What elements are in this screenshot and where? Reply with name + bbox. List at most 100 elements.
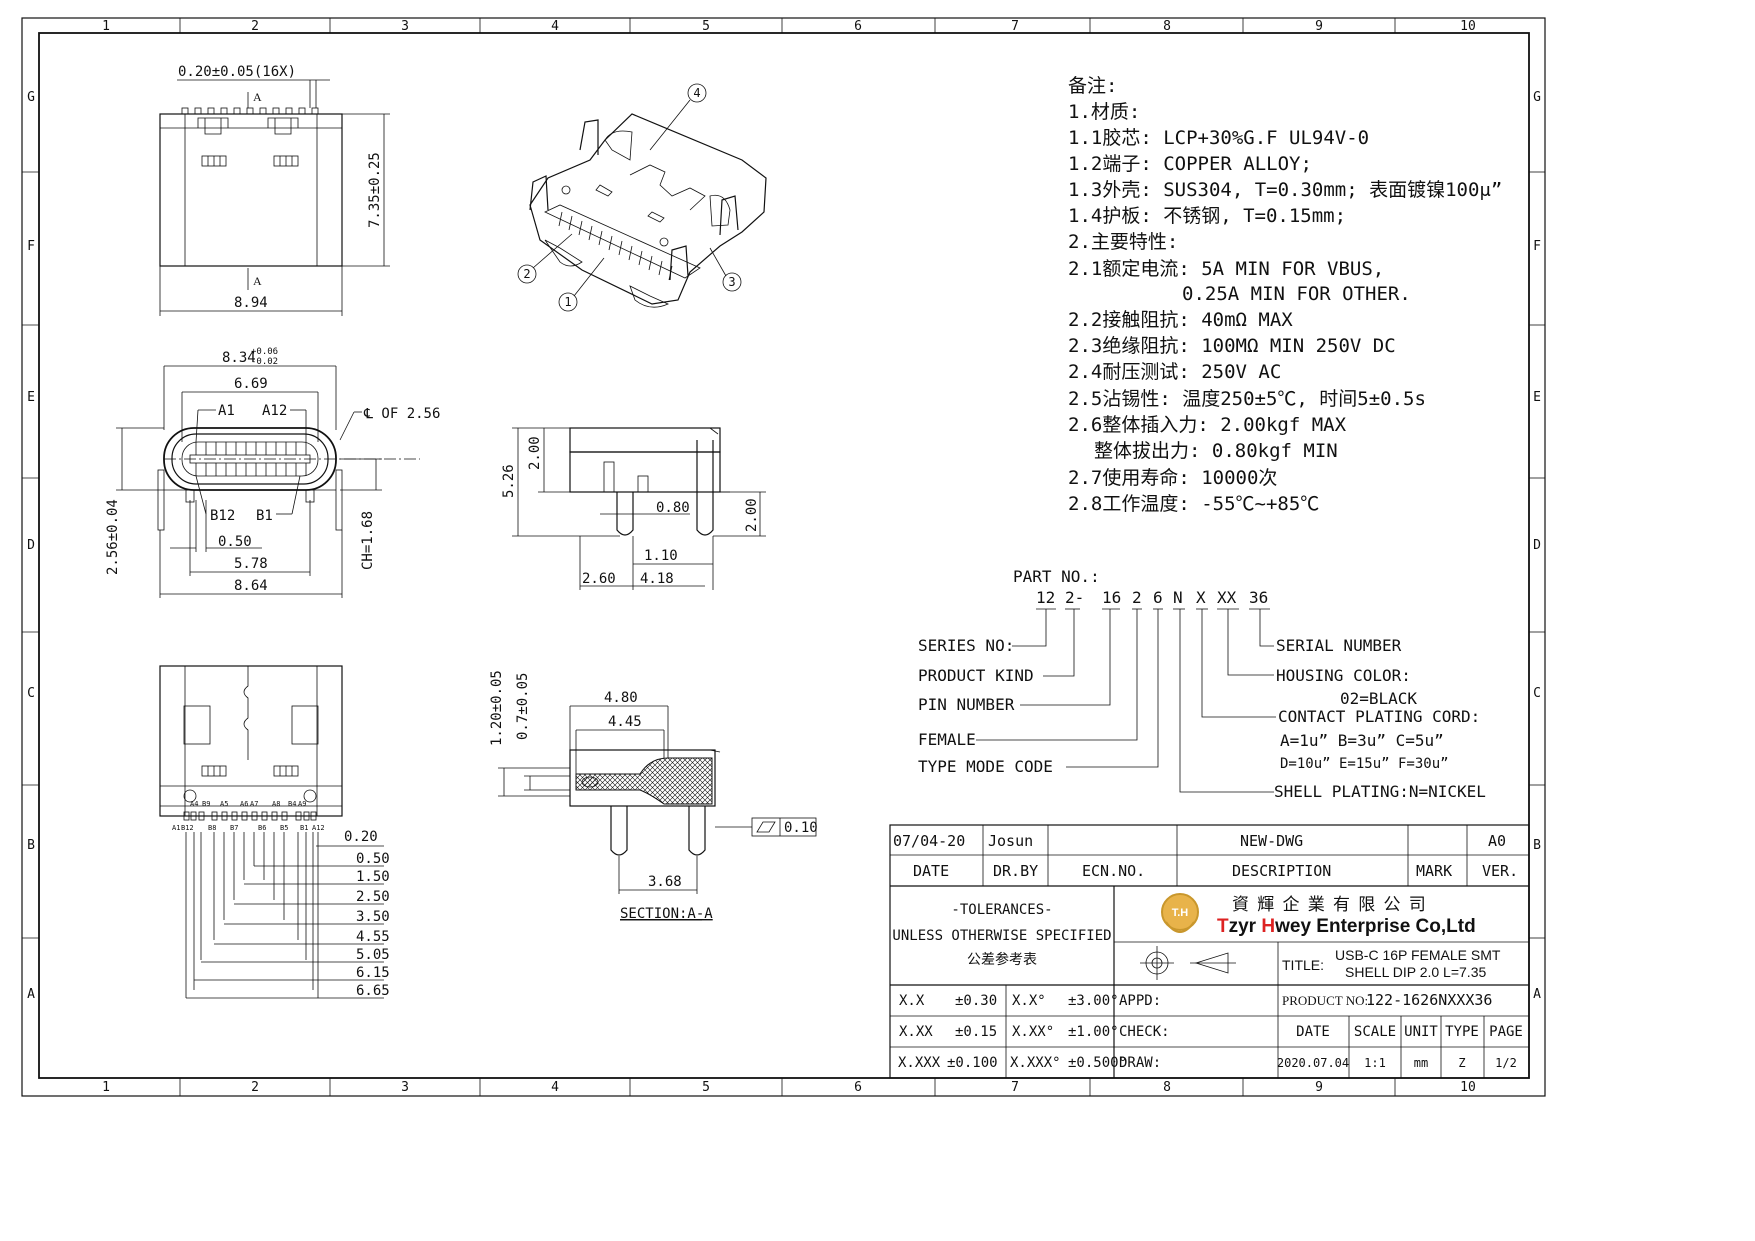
- side-pin-width: 0.80: [656, 500, 690, 516]
- title-line-2: SHELL DIP 2.0 L=7.35: [1345, 964, 1486, 980]
- section-pitch: 3.68: [648, 874, 682, 890]
- pin-width-dim: 0.20±0.05(16X): [178, 64, 296, 80]
- bottom-pin-b6: B6: [258, 824, 266, 832]
- pn-seg-color: XX: [1217, 588, 1237, 607]
- rev-date: 07/04-20: [893, 832, 965, 850]
- frame-row-f: F: [27, 239, 35, 254]
- frame-row-a: A: [27, 987, 35, 1002]
- note-12: 2.5沾锡性: 温度250±5℃, 时间5±0.5s: [1068, 388, 1426, 410]
- balloon-1: 1: [564, 295, 571, 309]
- section-mark-bottom: A: [253, 274, 262, 288]
- frame-row-a-right: A: [1533, 987, 1541, 1002]
- tol-cn: 公差参考表: [967, 951, 1037, 968]
- field-female: FEMALE: [918, 730, 976, 749]
- bottom-pin-a9: A9: [298, 800, 306, 808]
- product-no: 122-1626NXXX36: [1366, 991, 1492, 1009]
- note-14: 整体拔出力: 0.80kgf MIN: [1094, 440, 1338, 462]
- bottom-dim-5-05: 5.05: [356, 947, 390, 963]
- company-en: Tzyr Hwey Enterprise Co,Ltd: [1217, 916, 1476, 937]
- field-type-mode: TYPE MODE CODE: [918, 757, 1053, 776]
- pn-seg-plating: X: [1196, 588, 1206, 607]
- section-width-2: 4.45: [608, 714, 642, 730]
- bottom-dim-1-50: 1.50: [356, 869, 390, 885]
- hdr-date: DATE: [913, 862, 949, 880]
- frame-col-7: 7: [1011, 19, 1019, 34]
- tol-row-1-d: ±3.00°: [1068, 993, 1119, 1009]
- bottom-pin-b7: B7: [230, 824, 238, 832]
- note-10: 2.3绝缘阻抗: 100MΩ MIN 250V DC: [1068, 335, 1396, 357]
- frame-col-3: 3: [401, 19, 409, 34]
- front-view: 8.34 +0.06 -0.02 6.69 A1 A12 ℄ OF 2.56 B…: [105, 347, 440, 598]
- span-2-dim: 8.64: [234, 578, 268, 594]
- pn-seg-type: 6: [1153, 588, 1163, 607]
- drawing-frame: 1 2 3 4 5 6 7 8 9 10 1 2 3 4 5 6 7 8 9 1…: [21, 17, 1546, 1097]
- pn-seg-female: 2: [1132, 588, 1142, 607]
- bottom-pin-b9: B9: [202, 800, 210, 808]
- note-4: 1.3外壳: SUS304, T=0.30mm; 表面镀镍100μ”: [1068, 179, 1502, 201]
- tol-row-2-b: ±0.15: [955, 1024, 997, 1040]
- frame-row-e: E: [27, 390, 35, 405]
- frame-col-10-bottom: 10: [1460, 1080, 1476, 1095]
- notes: 备注: 1.材质: 1.1胶芯: LCP+30%G.F UL94V-0 1.2端…: [1068, 75, 1502, 515]
- title-line-1: USB-C 16P FEMALE SMT: [1335, 947, 1501, 963]
- tol-row-3-d: ±0.500°: [1068, 1055, 1127, 1071]
- field-shell-plating: SHELL PLATING:N=NICKEL: [1274, 782, 1486, 801]
- frame-col-5-bottom: 5: [702, 1080, 710, 1095]
- frame-col-5: 5: [702, 19, 710, 34]
- bottom-dim-3-50: 3.50: [356, 909, 390, 925]
- hdr-desc: DESCRIPTION: [1232, 862, 1331, 880]
- frame-row-g: G: [27, 90, 35, 105]
- bottom-dim-0-20: 0.20: [344, 829, 378, 845]
- side-dist-b: 4.18: [640, 571, 674, 587]
- note-16: 2.8工作温度: -55℃~+85℃: [1068, 493, 1319, 515]
- outer-width-plus: +0.06: [251, 347, 278, 357]
- outer-width-minus: -0.02: [251, 357, 278, 367]
- field-housing-black: 02=BLACK: [1340, 689, 1417, 708]
- pn-seg-series: 12: [1036, 588, 1055, 607]
- bottom-pin-a8: A8: [272, 800, 280, 808]
- tol-subtitle: UNLESS OTHERWISE SPECIFIED: [892, 928, 1111, 944]
- check-label: CHECK:: [1119, 1024, 1170, 1040]
- width-dim-top: 8.94: [234, 295, 268, 311]
- frame-col-9: 9: [1315, 19, 1323, 34]
- outer-width-base: 8.34: [222, 350, 256, 366]
- field-plating-abc: A=1u” B=3u” C=5u”: [1280, 731, 1444, 750]
- inner-width-dim: 6.69: [234, 376, 268, 392]
- frame-row-e-right: E: [1533, 390, 1541, 405]
- flatness-value: 0.10: [784, 820, 818, 836]
- bottom-pin-b8: B8: [208, 824, 216, 832]
- tol-row-1-a: X.X: [899, 993, 925, 1009]
- part-number-breakdown: PART NO.: 12 2- 16 2 6 N X XX 36 SERIES …: [918, 567, 1486, 801]
- val-date: 2020.07.04: [1277, 1056, 1349, 1070]
- field-pin-number: PIN NUMBER: [918, 695, 1015, 714]
- frame-col-3-bottom: 3: [401, 1080, 409, 1095]
- hdr-ecn: ECN.NO.: [1082, 862, 1145, 880]
- bottom-view: A1 B12 B9 A4 A5 B8 A6 A7 B7 B6 B5 A8 B4 …: [159, 665, 390, 999]
- side-height-total: 5.26: [501, 464, 517, 498]
- company-cn: 資 輝 企 業 有 限 公 司: [1232, 895, 1428, 914]
- balloon-3: 3: [728, 275, 735, 289]
- bottom-dim-6-15: 6.15: [356, 965, 390, 981]
- tol-row-3-b: ±0.100: [947, 1055, 998, 1071]
- tol-row-3-c: X.XXX°: [1010, 1055, 1061, 1071]
- frame-col-4-bottom: 4: [551, 1080, 559, 1095]
- col-unit: UNIT: [1404, 1024, 1438, 1040]
- val-type: Z: [1458, 1056, 1465, 1070]
- frame-row-c: C: [27, 686, 35, 701]
- bottom-pin-a6: A6: [240, 800, 248, 808]
- note-2: 1.1胶芯: LCP+30%G.F UL94V-0: [1068, 127, 1369, 149]
- bottom-dim-6-65: 6.65: [356, 983, 390, 999]
- field-housing-color: HOUSING COLOR:: [1276, 666, 1411, 685]
- side-dist-a: 2.60: [582, 571, 616, 587]
- frame-row-b: B: [27, 838, 35, 853]
- frame-row-g-right: G: [1533, 90, 1541, 105]
- title-label: TITLE:: [1282, 957, 1324, 973]
- bottom-pin-b1: B1: [300, 824, 308, 832]
- field-serial-number: SERIAL NUMBER: [1276, 636, 1402, 655]
- bottom-dim-0-50: 0.50: [356, 851, 390, 867]
- col-date: DATE: [1296, 1024, 1330, 1040]
- note-9: 2.2接触阻抗: 40mΩ MAX: [1068, 309, 1293, 331]
- frame-col-9-bottom: 9: [1315, 1080, 1323, 1095]
- note-5: 1.4护板: 不锈钢, T=0.15mm;: [1068, 205, 1346, 227]
- note-3: 1.2端子: COPPER ALLOY;: [1068, 153, 1312, 175]
